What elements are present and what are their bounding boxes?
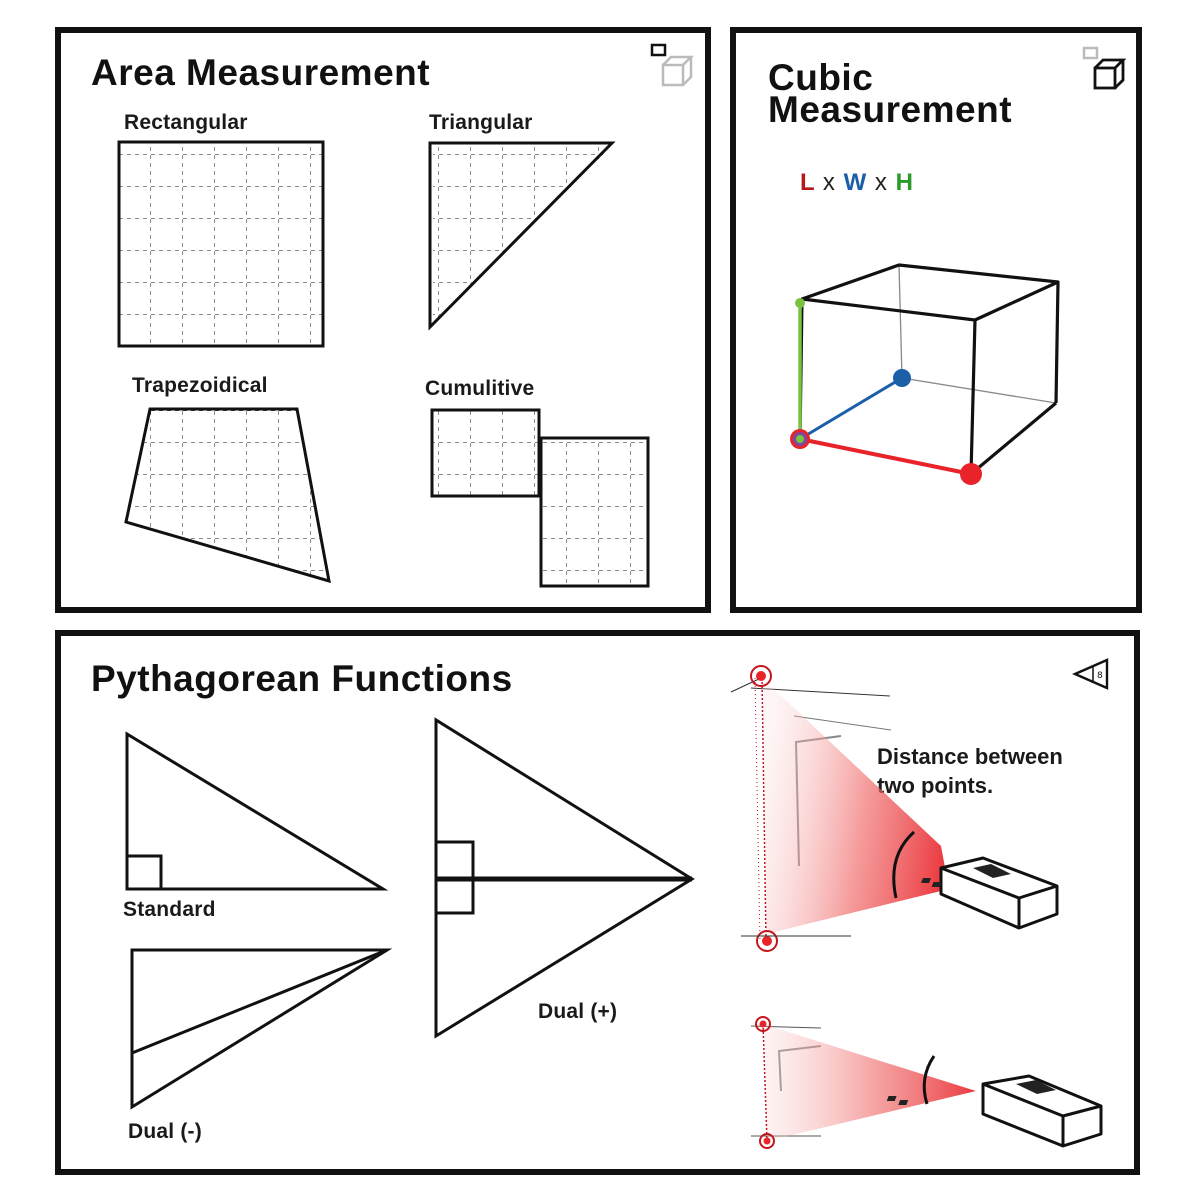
dual-minus-triangle [130, 948, 393, 1110]
distance-caption-line2: two points. [877, 773, 994, 798]
laser-meter-device-bottom [886, 1074, 1103, 1148]
cubic-title-line2: Measurement [768, 89, 1013, 130]
laser-diagram-bottom [750, 1016, 1103, 1149]
label-dual-plus: Dual (+) [538, 1000, 618, 1023]
distance-caption-line1: Distance between [877, 744, 1063, 769]
formula-w: W [843, 169, 867, 196]
label-standard: Standard [123, 898, 216, 921]
rectangular-shape [117, 140, 325, 348]
triangular-shape [428, 141, 616, 331]
cube-diagram [790, 263, 1060, 485]
laser-diagram-top [730, 665, 1059, 952]
formula-h: H [895, 169, 913, 196]
pythagorean-diagrams [125, 665, 1103, 1149]
label-triangular: Triangular [429, 111, 533, 134]
triangle-angle-icon: 8 [1072, 658, 1109, 690]
area-shapes [117, 140, 650, 588]
area-measurement-panel: Area Measurement Rectangular Triangular … [55, 27, 711, 613]
cube-icon [1082, 46, 1127, 90]
area-title: Area Measurement [91, 52, 431, 93]
dual-plus-triangle [434, 717, 695, 1039]
pythagorean-title: Pythagorean Functions [91, 658, 513, 699]
svg-text:8: 8 [1097, 671, 1103, 681]
standard-triangle [125, 731, 389, 891]
label-cumulitive: Cumulitive [425, 377, 535, 400]
cubic-measurement-panel: Cubic Measurement L x W x H [730, 27, 1142, 613]
label-dual-minus: Dual (-) [128, 1120, 202, 1143]
pythagorean-panel: Pythagorean Functions 8 Standard Dual (-… [55, 630, 1140, 1175]
square-cube-icon [650, 43, 695, 87]
formula-l: L [800, 169, 815, 196]
label-trapezoidical: Trapezoidical [132, 374, 268, 397]
cubic-title-line1: Cubic [768, 57, 874, 98]
formula-x2: x [874, 169, 887, 196]
cubic-formula: L x W x H [800, 169, 913, 197]
laser-meter-device-top [921, 856, 1059, 930]
cumulitive-shape [430, 408, 650, 588]
trapezoidical-shape [124, 407, 331, 584]
label-rectangular: Rectangular [124, 111, 248, 134]
formula-x1: x [822, 169, 835, 196]
distance-caption: Distance between two points. [877, 742, 1063, 800]
